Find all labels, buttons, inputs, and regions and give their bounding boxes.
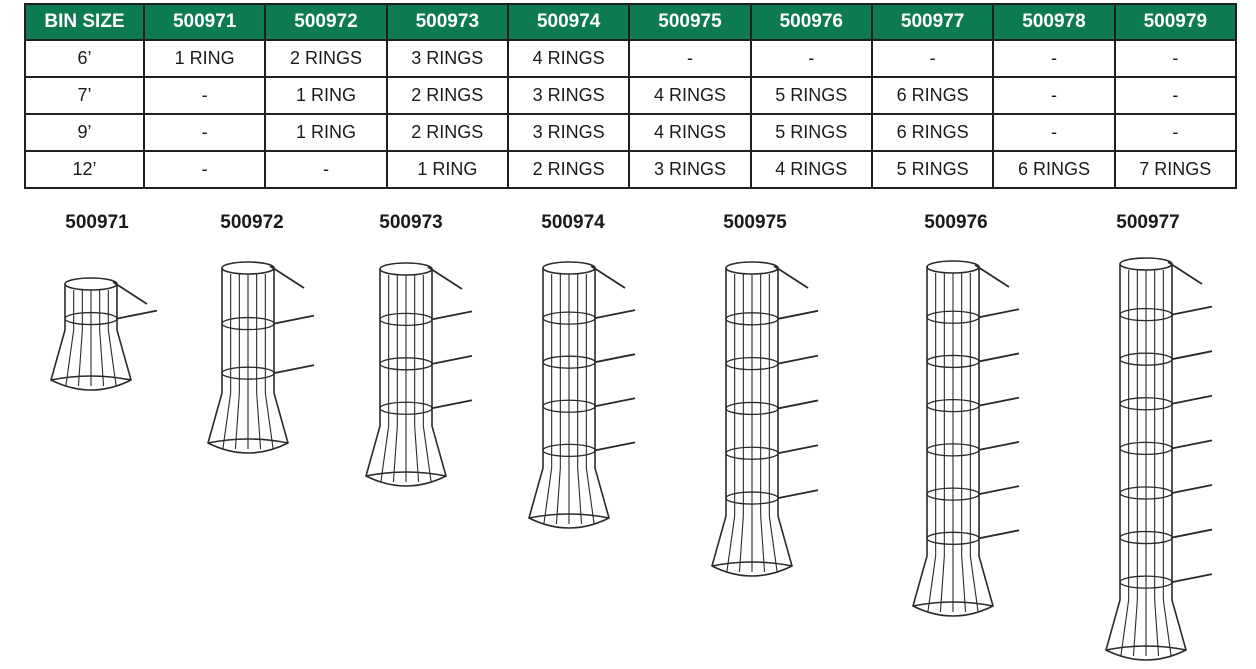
ladder-cage-500976 [912,260,1020,617]
ladder-cage-500971 [50,277,158,391]
table-cell: 6 RINGS [870,113,995,152]
table-cell: 4 RINGS [749,150,873,189]
table-cell: 1 RING [385,150,509,189]
header-cell: 500975 [628,3,752,41]
table-cell: 2 RINGS [506,150,631,189]
model-label-500976: 500976 [924,212,988,233]
table-cell: - [1113,76,1238,115]
bin-size-cell: 7’ [24,76,145,115]
header-cell: 500974 [506,3,631,41]
table-cell: - [142,113,267,152]
header-cell: BIN SIZE [24,3,145,41]
table-cell: 5 RINGS [749,76,873,115]
table-cell: 2 RINGS [385,76,509,115]
table-cell: - [992,76,1116,115]
model-label-500971: 500971 [65,212,129,233]
header-cell: 500976 [749,3,873,41]
table-cell: 1 RING [142,39,267,78]
model-label-500974: 500974 [541,212,605,233]
ladder-cage-500973 [365,262,473,487]
table-row: 9’ - 1 RING 2 RINGS 3 RINGS 4 RINGS 5 RI… [24,113,1238,152]
header-cell: 500979 [1113,3,1238,41]
table-cell: 3 RINGS [506,113,631,152]
table-cell: - [1113,113,1238,152]
table-cell: - [749,39,873,78]
bin-size-cell: 9’ [24,113,145,152]
table-cell: 3 RINGS [506,76,631,115]
table-cell: - [628,39,752,78]
table-cell: 1 RING [264,76,388,115]
table-cell: 5 RINGS [749,113,873,152]
model-label-500972: 500972 [220,212,284,233]
header-cell: 500973 [385,3,509,41]
table-cell: 2 RINGS [385,113,509,152]
table-cell: 5 RINGS [870,150,995,189]
table-row: 12’ - - 1 RING 2 RINGS 3 RINGS 4 RINGS 5… [24,150,1238,189]
ladder-cage-500972 [207,261,315,454]
model-label-500977: 500977 [1116,212,1180,233]
table-header-row: BIN SIZE 500971 500972 500973 500974 500… [24,3,1238,41]
table-cell: - [992,113,1116,152]
table-cell: - [870,39,995,78]
table-cell: 6 RINGS [992,150,1116,189]
bin-size-cell: 12’ [24,150,145,189]
table-row: 7’ - 1 RING 2 RINGS 3 RINGS 4 RINGS 5 RI… [24,76,1238,115]
table-cell: 4 RINGS [628,76,752,115]
table-cell: - [1113,39,1238,78]
table-cell: 1 RING [264,113,388,152]
ladder-cage-500974 [528,261,636,529]
header-cell: 500977 [870,3,995,41]
table-cell: 3 RINGS [628,150,752,189]
bin-size-ring-table: BIN SIZE 500971 500972 500973 500974 500… [24,3,1238,189]
header-cell: 500971 [142,3,267,41]
model-label-500973: 500973 [379,212,443,233]
header-cell: 500972 [264,3,388,41]
table-cell: - [142,76,267,115]
ladder-cage-500975 [711,261,819,577]
table-cell: - [142,150,267,189]
table-cell: 6 RINGS [870,76,995,115]
table-cell: - [264,150,388,189]
table-cell: 2 RINGS [264,39,388,78]
table-row: 6’ 1 RING 2 RINGS 3 RINGS 4 RINGS - - - … [24,39,1238,78]
bin-size-cell: 6’ [24,39,145,78]
ladder-cage-500977 [1105,257,1213,661]
header-cell: 500978 [992,3,1116,41]
table-cell: 7 RINGS [1113,150,1238,189]
table-cell: - [992,39,1116,78]
table-cell: 3 RINGS [385,39,509,78]
model-label-500975: 500975 [723,212,787,233]
table-cell: 4 RINGS [506,39,631,78]
table-cell: 4 RINGS [628,113,752,152]
